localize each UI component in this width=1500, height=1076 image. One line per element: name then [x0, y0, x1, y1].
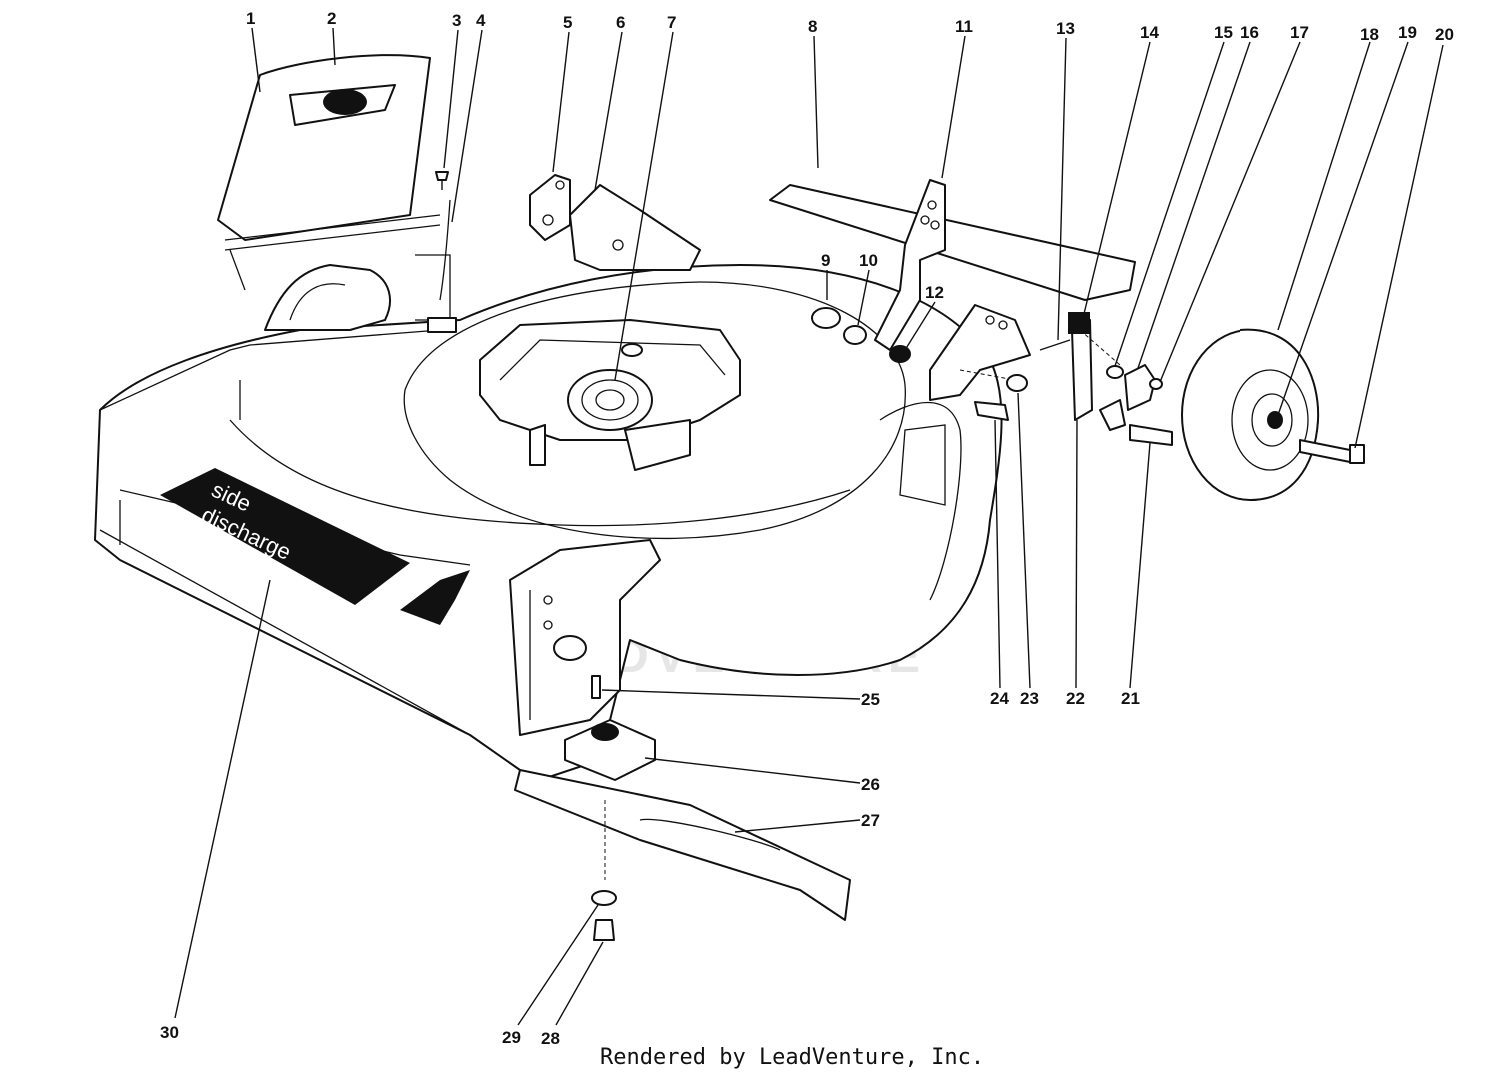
engine-mount — [479, 319, 741, 471]
callout-13: 13 — [1056, 19, 1075, 38]
callout-3: 3 — [452, 11, 461, 30]
callout-11: 11 — [955, 17, 973, 36]
callout-27: 27 — [861, 811, 880, 830]
callout-28: 28 — [541, 1029, 560, 1048]
axle-bracket — [929, 304, 1121, 421]
footer-credit: Rendered by LeadVenture, Inc. — [600, 1045, 984, 1070]
callout-24: 24 — [990, 689, 1009, 708]
callout-5: 5 — [563, 13, 572, 32]
mower-deck: side discharge — [94, 264, 1003, 781]
callout-15: 15 — [1214, 23, 1233, 42]
callout-18: 18 — [1360, 25, 1379, 44]
callout-9: 9 — [821, 251, 830, 270]
callout-21: 21 — [1121, 689, 1140, 708]
wheel-hardware — [974, 364, 1173, 446]
callout-2: 2 — [327, 9, 336, 28]
callout-14: 14 — [1140, 23, 1159, 42]
callout-10: 10 — [859, 251, 878, 270]
rear-bracket — [529, 174, 701, 271]
callout-29: 29 — [502, 1028, 521, 1047]
rear-axle-plate — [769, 184, 1136, 301]
callout-19: 19 — [1398, 23, 1417, 42]
callout-7: 7 — [667, 13, 676, 32]
height-lever — [874, 179, 946, 351]
leader-lines — [174, 27, 1444, 1026]
callout-4: 4 — [476, 11, 486, 30]
deflector-hardware — [415, 171, 457, 333]
chute-deflector — [217, 54, 441, 291]
callout-20: 20 — [1435, 25, 1454, 44]
callout-1: 1 — [246, 9, 255, 28]
callout-30: 30 — [160, 1023, 179, 1042]
callout-12: 12 — [925, 283, 944, 302]
callout-8: 8 — [808, 17, 817, 36]
callout-23: 23 — [1020, 689, 1039, 708]
callout-17: 17 — [1290, 23, 1309, 42]
rear-wheel — [1181, 328, 1365, 501]
callout-6: 6 — [616, 13, 625, 32]
callout-16: 16 — [1240, 23, 1259, 42]
callout-26: 26 — [861, 775, 880, 794]
callout-25: 25 — [861, 690, 880, 709]
callout-labels: 1 2 3 4 5 6 7 8 9 10 11 12 13 14 15 16 1… — [160, 9, 1454, 1048]
bushings — [811, 307, 911, 363]
callout-22: 22 — [1066, 689, 1085, 708]
blade-assembly — [514, 675, 851, 941]
